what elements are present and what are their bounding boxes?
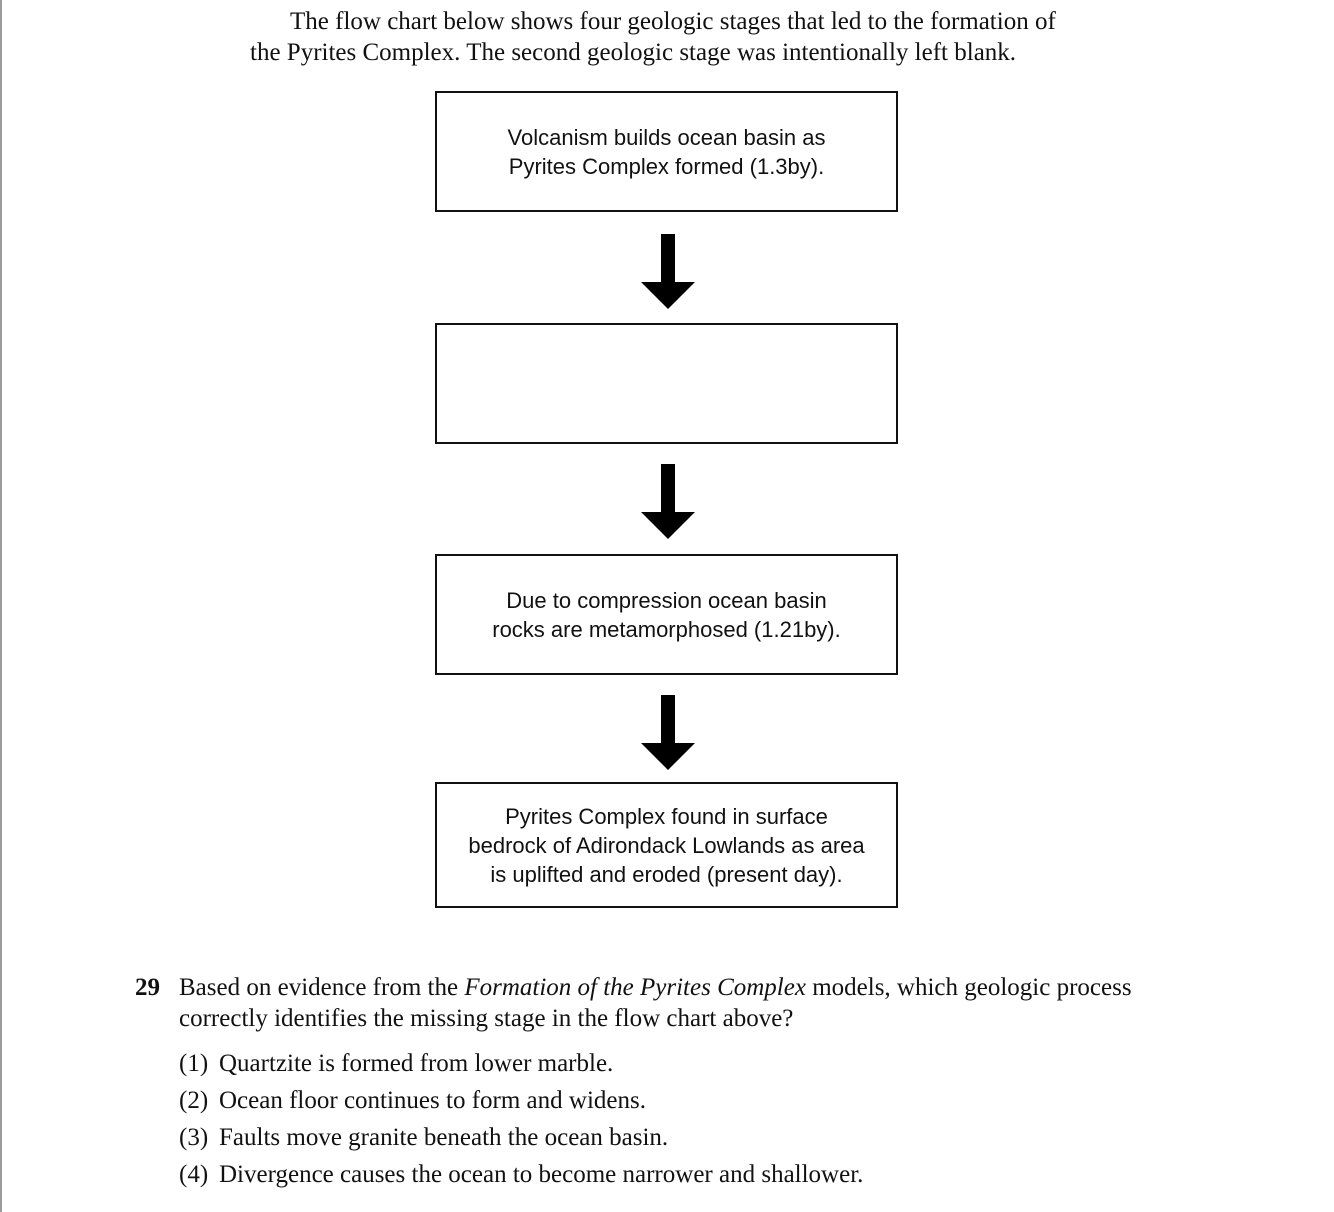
answer-options: (1) Quartzite is formed from lower marble… bbox=[179, 1045, 1079, 1193]
flow-stage-4: Pyrites Complex found in surface bedrock… bbox=[435, 782, 898, 908]
answer-option-4[interactable]: (4) Divergence causes the ocean to become… bbox=[179, 1156, 1079, 1193]
stage-4-line-2: bedrock of Adirondack Lowlands as area bbox=[468, 832, 865, 858]
stage-4-line-3: is uplifted and eroded (present day). bbox=[490, 861, 843, 887]
stage-3-line-2: rocks are metamorphosed (1.21by). bbox=[492, 616, 841, 642]
question-number: 29 bbox=[135, 974, 160, 1001]
page-left-border bbox=[0, 0, 2, 1212]
question-stem: Based on evidence from the Formation of … bbox=[179, 972, 1189, 1034]
option-text: Faults move granite beneath the ocean ba… bbox=[219, 1124, 669, 1151]
flow-stage-2-blank bbox=[435, 323, 898, 444]
question-text-after: models, which geologic process correctly… bbox=[179, 974, 1132, 1032]
question-text-before: Based on evidence from the bbox=[179, 974, 465, 1001]
down-arrow-icon bbox=[641, 234, 695, 309]
option-number: (4) bbox=[179, 1161, 209, 1188]
option-text: Quartzite is formed from lower marble. bbox=[219, 1050, 614, 1077]
intro-line-2: the Pyrites Complex. The second geologic… bbox=[250, 39, 1017, 66]
option-text: Ocean floor continues to form and widens… bbox=[219, 1087, 646, 1114]
down-arrow-icon bbox=[641, 695, 695, 770]
down-arrow-icon bbox=[641, 464, 695, 539]
answer-option-3[interactable]: (3) Faults move granite beneath the ocean… bbox=[179, 1119, 1079, 1156]
stage-4-line-1: Pyrites Complex found in surface bbox=[505, 803, 828, 829]
flow-stage-3: Due to compression ocean basin rocks are… bbox=[435, 554, 898, 675]
stage-3-line-1: Due to compression ocean basin bbox=[506, 587, 827, 613]
question-text-italic: Formation of the Pyrites Complex bbox=[464, 974, 806, 1001]
option-number: (1) bbox=[179, 1050, 209, 1077]
option-number: (3) bbox=[179, 1124, 209, 1151]
intro-paragraph: The flow chart below shows four geologic… bbox=[250, 6, 1150, 68]
option-number: (2) bbox=[179, 1087, 209, 1114]
stage-1-line-1: Volcanism builds ocean basin as bbox=[507, 124, 826, 150]
flow-stage-1: Volcanism builds ocean basin as Pyrites … bbox=[435, 91, 898, 212]
stage-1-line-2: Pyrites Complex formed (1.3by). bbox=[508, 153, 825, 179]
answer-option-1[interactable]: (1) Quartzite is formed from lower marble… bbox=[179, 1045, 1079, 1082]
intro-line-1: The flow chart below shows four geologic… bbox=[290, 8, 1056, 35]
option-text: Divergence causes the ocean to become na… bbox=[219, 1161, 864, 1188]
answer-option-2[interactable]: (2) Ocean floor continues to form and wid… bbox=[179, 1082, 1079, 1119]
